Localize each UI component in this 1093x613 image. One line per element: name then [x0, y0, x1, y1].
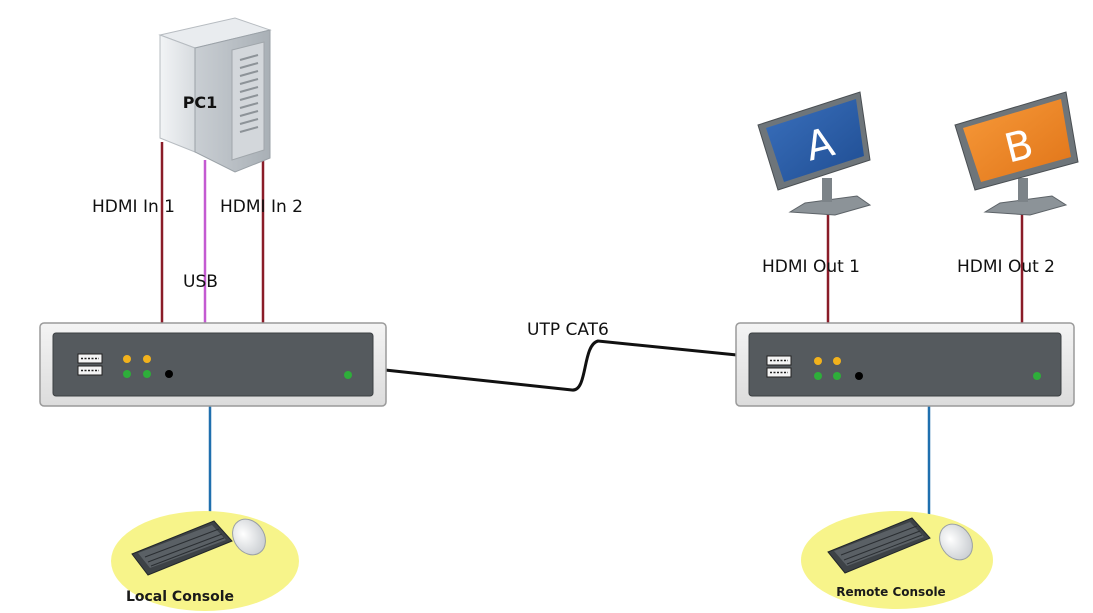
status-led-icon	[833, 372, 841, 380]
remote-console: Remote Console	[801, 511, 993, 609]
hdmi-in-1-label: HDMI In 1	[92, 197, 175, 217]
status-led-icon	[123, 355, 131, 363]
status-led-icon	[814, 372, 822, 380]
power-led-icon	[344, 371, 352, 379]
hdmi-out-2-label: HDMI Out 2	[957, 257, 1055, 277]
hdmi-out-1-label: HDMI Out 1	[762, 257, 860, 277]
remote-console-label: Remote Console	[836, 585, 945, 599]
status-led-icon	[833, 357, 841, 365]
monitor-b: B	[954, 91, 1079, 216]
monitor-b-screen	[963, 99, 1071, 182]
mouse-icon	[232, 518, 266, 556]
status-led-icon	[123, 370, 131, 378]
monitor-a-screen	[766, 99, 864, 182]
pc-label: PC1	[183, 93, 218, 112]
usb-port-icon	[77, 353, 103, 376]
hdmi-in-2-label: HDMI In 2	[220, 197, 303, 217]
status-led-icon	[814, 357, 822, 365]
pc-tower: PC1	[158, 17, 272, 173]
utp-label: UTP CAT6	[527, 320, 609, 340]
power-led-icon	[1033, 372, 1041, 380]
local-console-label: Local Console	[126, 589, 234, 605]
remote-extender-unit	[735, 322, 1075, 407]
status-led-icon	[143, 370, 151, 378]
keyboard-icon	[827, 517, 931, 574]
button-icon	[165, 370, 173, 378]
utp-cable	[384, 339, 738, 392]
button-icon	[855, 372, 863, 380]
usb-label: USB	[183, 272, 218, 292]
mouse-icon	[939, 523, 973, 561]
status-led-icon	[143, 355, 151, 363]
usb-port-icon	[766, 355, 792, 378]
keyboard-icon	[131, 520, 233, 576]
local-console: Local Console	[111, 511, 299, 611]
cables	[160, 142, 1024, 516]
monitor-a: A	[757, 91, 872, 216]
local-extender-unit	[39, 322, 387, 407]
